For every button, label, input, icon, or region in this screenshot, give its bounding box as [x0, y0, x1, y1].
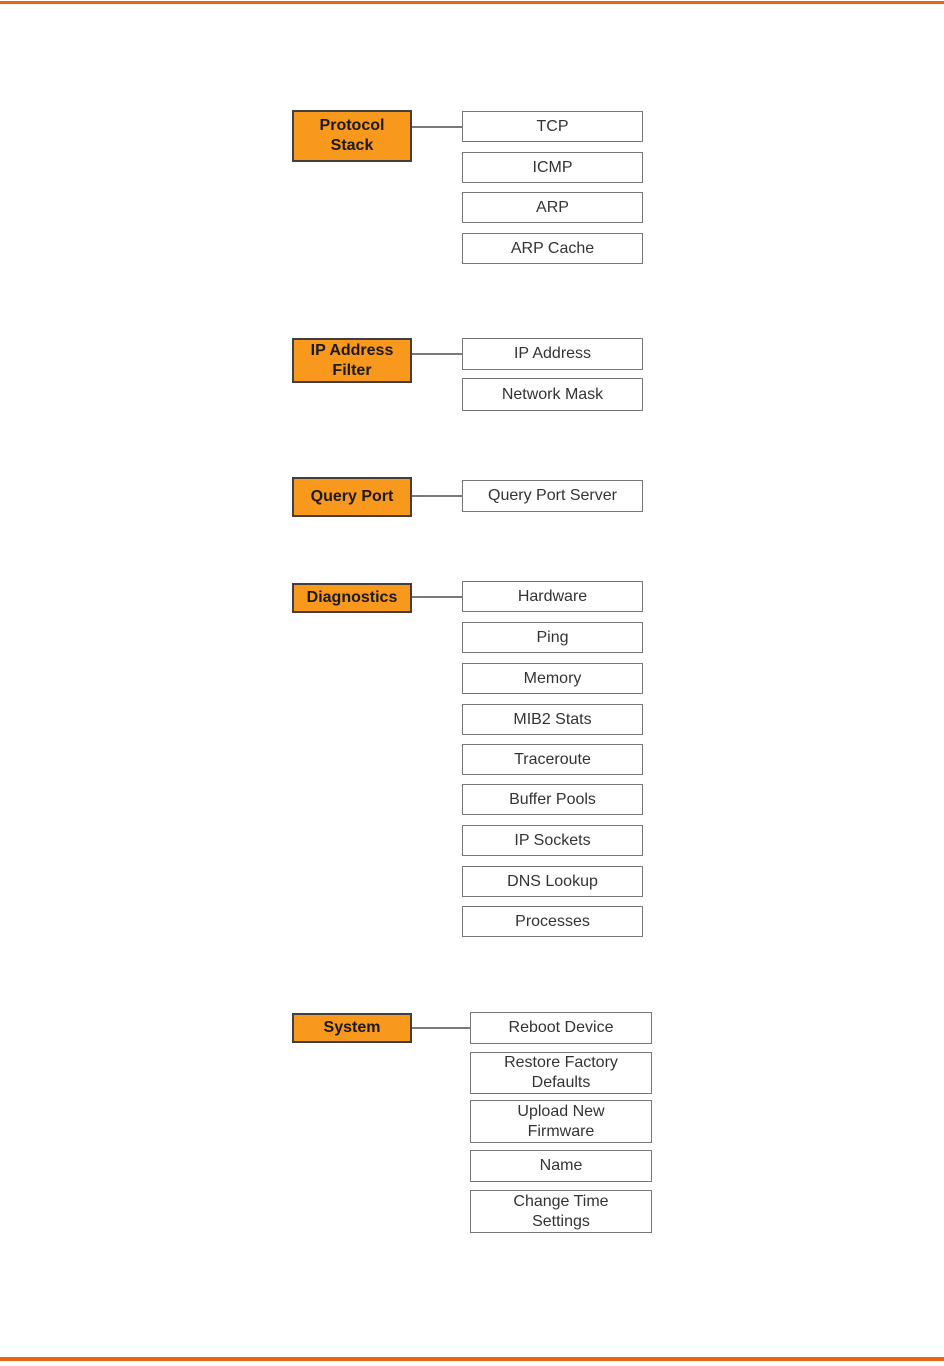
node-diagnostics: Diagnostics [292, 583, 412, 613]
node-icmp: ICMP [462, 152, 643, 183]
node-network-mask: Network Mask [462, 378, 643, 411]
node-restore-factory-defaults: Restore Factory Defaults [470, 1052, 652, 1094]
node-mib2-stats: MIB2 Stats [462, 704, 643, 735]
connector-system [412, 1027, 470, 1029]
node-arp-cache: ARP Cache [462, 233, 643, 264]
node-memory: Memory [462, 663, 643, 694]
connector-ip-address-filter [412, 353, 462, 355]
node-ip-sockets: IP Sockets [462, 825, 643, 856]
node-change-time-settings: Change Time Settings [470, 1190, 652, 1233]
node-hardware: Hardware [462, 581, 643, 612]
page-header-rule [0, 1, 944, 4]
node-query-port-server: Query Port Server [462, 480, 643, 512]
node-tcp: TCP [462, 111, 643, 142]
node-system: System [292, 1013, 412, 1043]
node-ip-address-filter: IP Address Filter [292, 338, 412, 383]
node-reboot-device: Reboot Device [470, 1012, 652, 1044]
node-ping: Ping [462, 622, 643, 653]
node-upload-new-firmware: Upload New Firmware [470, 1100, 652, 1143]
connector-protocol-stack [412, 126, 462, 128]
connector-query-port [412, 495, 462, 497]
node-query-port: Query Port [292, 477, 412, 517]
node-dns-lookup: DNS Lookup [462, 866, 643, 897]
connector-diagnostics [412, 596, 462, 598]
node-processes: Processes [462, 906, 643, 937]
node-buffer-pools: Buffer Pools [462, 784, 643, 815]
node-arp: ARP [462, 192, 643, 223]
node-protocol-stack: Protocol Stack [292, 110, 412, 162]
page-footer-rule [0, 1357, 944, 1361]
node-ip-address: IP Address [462, 338, 643, 370]
node-name: Name [470, 1150, 652, 1182]
node-traceroute: Traceroute [462, 744, 643, 775]
